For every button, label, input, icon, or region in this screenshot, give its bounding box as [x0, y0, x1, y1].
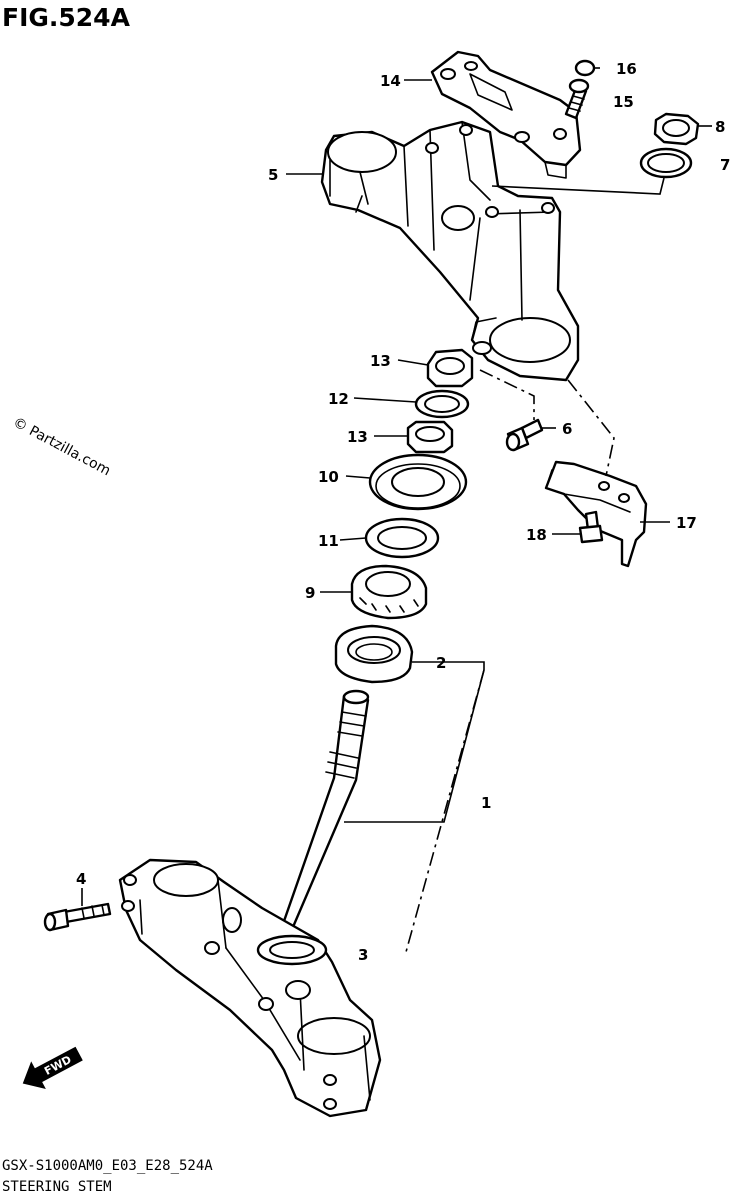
part-15-bolt	[564, 78, 590, 120]
callout-12[interactable]: 12	[328, 390, 349, 408]
part-3-lower-bracket	[118, 858, 382, 1118]
callout-3[interactable]: 3	[358, 946, 368, 964]
part-1-steering-stem	[274, 689, 370, 950]
callout-17[interactable]: 17	[676, 514, 697, 532]
callout-13-lower[interactable]: 13	[347, 428, 368, 446]
callout-10[interactable]: 10	[318, 468, 339, 486]
part-10-dust-seal	[368, 453, 468, 511]
part-7-washer	[639, 147, 693, 179]
part-16-cap	[574, 59, 596, 77]
callout-11[interactable]: 11	[318, 532, 339, 550]
leader-lines	[81, 67, 712, 906]
part-13-lower-locknut	[406, 420, 454, 454]
callout-14[interactable]: 14	[380, 72, 401, 90]
part-2-lower-bearing	[334, 624, 414, 684]
callout-15[interactable]: 15	[613, 93, 634, 111]
callout-9[interactable]: 9	[305, 584, 315, 602]
callout-6[interactable]: 6	[562, 420, 572, 438]
callout-4[interactable]: 4	[76, 870, 86, 888]
part-12-washer	[414, 389, 470, 419]
part-11-seal-ring	[364, 517, 440, 559]
part-14-handlebar-holder	[430, 50, 582, 179]
callout-7[interactable]: 7	[720, 156, 730, 174]
part-9-upper-bearing	[350, 564, 428, 620]
callout-numbers: 14 16 15 8 7 5 13 12 13 6 10 11 18 17 9 …	[76, 60, 730, 964]
part-13-upper-locknut	[426, 348, 474, 388]
watermark: © Partzilla.com	[10, 414, 113, 479]
section-title: STEERING STEM	[2, 1179, 112, 1195]
part-5-upper-bracket	[320, 120, 580, 382]
callout-13-upper[interactable]: 13	[370, 352, 391, 370]
callout-18[interactable]: 18	[526, 526, 547, 544]
callout-16[interactable]: 16	[616, 60, 637, 78]
part-8-nut	[653, 112, 700, 146]
callout-2[interactable]: 2	[436, 654, 446, 672]
part-18-bolt	[578, 510, 604, 544]
figure-title: FIG.524A	[2, 3, 131, 32]
model-code: GSX-S1000AM0_E03_E28_524A	[2, 1158, 213, 1174]
fwd-arrow-icon: FWD	[22, 1046, 83, 1089]
part-6-bolt	[505, 418, 544, 452]
reference-lines	[405, 369, 615, 953]
callout-8[interactable]: 8	[715, 118, 725, 136]
callout-1[interactable]: 1	[481, 794, 491, 812]
part-4-bolt	[43, 902, 112, 932]
callout-5[interactable]: 5	[268, 166, 278, 184]
